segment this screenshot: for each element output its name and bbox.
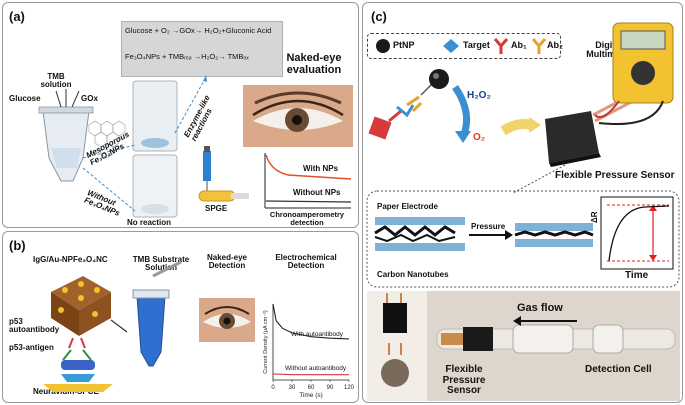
nanoparticle-lattice [88, 120, 126, 159]
delta-r-label: ΔR [590, 211, 599, 223]
pressure-sensor [545, 93, 634, 167]
photo-sensor-label: Flexible Pressure Sensor [442, 364, 486, 396]
chart-series-line [272, 303, 350, 340]
panel-a-label: (a) [9, 9, 25, 24]
reaction-1: Glucose + O₂ →GOx→ H₂O₂+Gluconic Acid [125, 26, 272, 35]
chart-label-with: With autoantibody [291, 331, 344, 338]
substrate-tube [136, 295, 166, 367]
reaction-box [121, 21, 283, 77]
gox-label: GOx [81, 94, 98, 103]
chart-x-tick-label: 90 [327, 385, 334, 391]
p53-autoantibody-label: p53 autoantibody [9, 317, 60, 335]
chart-x-tick-label: 120 [344, 385, 355, 391]
tmb-solution-label: TMB solution [40, 72, 72, 90]
chart-ylabel: Current Density (μA cm⁻²) [263, 310, 269, 374]
detection-photo [367, 291, 680, 401]
without-nps-label: Without NPs [293, 188, 341, 197]
nanocomposite-cube [51, 276, 111, 336]
ptnp-sphere [429, 69, 449, 89]
chart-x-tick-label: 60 [308, 385, 315, 391]
naked-eye-label: Naked-eye evaluation [286, 52, 342, 76]
delta-r-graph [600, 196, 674, 270]
legend-icons [376, 38, 547, 54]
paper-electrode-label: Paper Electrode [377, 202, 438, 211]
chart-label-without: Without autoantibody [285, 365, 347, 372]
with-nps-label: With NPs [303, 164, 339, 173]
chart-series-line [272, 373, 349, 376]
panel-b-label: (b) [9, 238, 26, 253]
spge-label: SPGE [205, 204, 228, 213]
ptnp-complex [368, 69, 449, 140]
o2-arrow [500, 118, 533, 136]
tmb-substrate-label: TMB Substrate Solution [132, 255, 190, 273]
catalysis-arrow [452, 85, 471, 139]
h2o2-label: H₂O₂ [467, 90, 491, 101]
gas-flow-label: Gas flow [517, 302, 563, 314]
legend-ptnp: PtNP [393, 40, 415, 50]
panel-c-label: (c) [371, 9, 387, 24]
vial-without-nps [132, 154, 178, 218]
ab2-icon [531, 38, 547, 54]
o2-label: O₂ [473, 132, 486, 143]
chrono-chart [264, 153, 352, 209]
chrono-label: Chronoamperometry detection [269, 210, 345, 227]
panel-a: (a) Glucose + O₂ →GOx→ H₂O₂+Gluconic Aci… [2, 2, 359, 228]
chart-x-tick-label: 30 [289, 385, 296, 391]
naked-eye-detection-label: Naked-eye Detection [206, 253, 248, 271]
igg-label: IgG/Au-NPFe₃O₄NC [33, 255, 108, 264]
paper-electrode-relaxed [374, 217, 465, 251]
legend-ab2: Ab₂ [547, 40, 563, 50]
chart-x-tick-label: 0 [271, 385, 275, 391]
multimeter-label: Digital Multimeter [586, 40, 632, 60]
electrochemical-label: Electrochemical Detection [275, 253, 337, 271]
legend-ab1: Ab₁ [511, 40, 527, 50]
chart-xlabel: Time (s) [299, 392, 323, 399]
glucose-label: Glucose [9, 94, 41, 103]
digital-multimeter [594, 22, 674, 125]
panel-c: (c) PtNP Target Ab₁ Ab₂ Digital Multimet… [362, 2, 683, 403]
panel-c-illustration [366, 22, 680, 401]
legend-box [367, 33, 561, 59]
vial-with-nps [132, 80, 178, 152]
eye-image [243, 85, 353, 147]
detection-cell-label: Detection Cell [585, 364, 652, 375]
panel-b: (b) IgG/Au-NPFe₃O₄NC p53 autoantibody p5… [2, 231, 359, 403]
no-reaction-label: No reaction [127, 218, 172, 227]
paper-electrode-compressed [514, 223, 594, 247]
eye-image-b [199, 298, 255, 342]
centrifuge-tube [42, 110, 90, 182]
legend-target: Target [463, 40, 490, 50]
ab1-icon [493, 38, 509, 54]
reaction-2: Fe₃O₄NPs + TMBᵣₑₔ →H₂O₂→ TMBₒₓ [125, 52, 249, 61]
pressure-label: Pressure [471, 222, 506, 231]
panel-a-illustration [38, 75, 353, 218]
flexible-sensor-label: Flexible Pressure Sensor [555, 170, 675, 181]
ptnp-icon [376, 39, 390, 53]
target-icon [443, 39, 459, 53]
p53-antigen-label: p53-antigen [9, 343, 54, 352]
carbon-nanotubes-label: Carbon Nanotubes [377, 270, 449, 279]
time-label: Time [625, 270, 649, 281]
spge-electrode [198, 146, 249, 202]
